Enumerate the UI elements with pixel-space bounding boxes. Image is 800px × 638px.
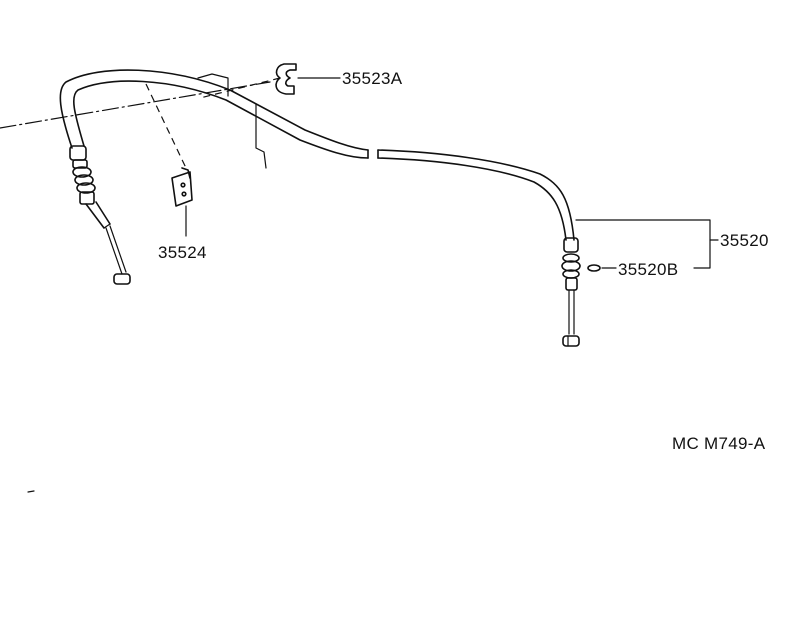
label-35524: 35524	[158, 243, 207, 262]
grommet-part-icon	[587, 264, 601, 272]
right-cable-end	[561, 237, 581, 347]
reference-centerline	[0, 81, 271, 129]
label-35520: 35520	[720, 231, 769, 250]
left-cable-end	[69, 145, 131, 285]
clamp-part-icon	[199, 63, 297, 99]
scan-speck	[27, 490, 35, 493]
label-35523A: 35523A	[342, 69, 403, 88]
assembly-bracket-leader	[575, 219, 719, 269]
label-35520B: 35520B	[618, 260, 678, 279]
bracket-part-icon	[145, 83, 193, 207]
body-panel-outline	[197, 73, 267, 169]
figure-code: MC M749-A	[672, 434, 766, 453]
cable-housing	[59, 69, 575, 241]
